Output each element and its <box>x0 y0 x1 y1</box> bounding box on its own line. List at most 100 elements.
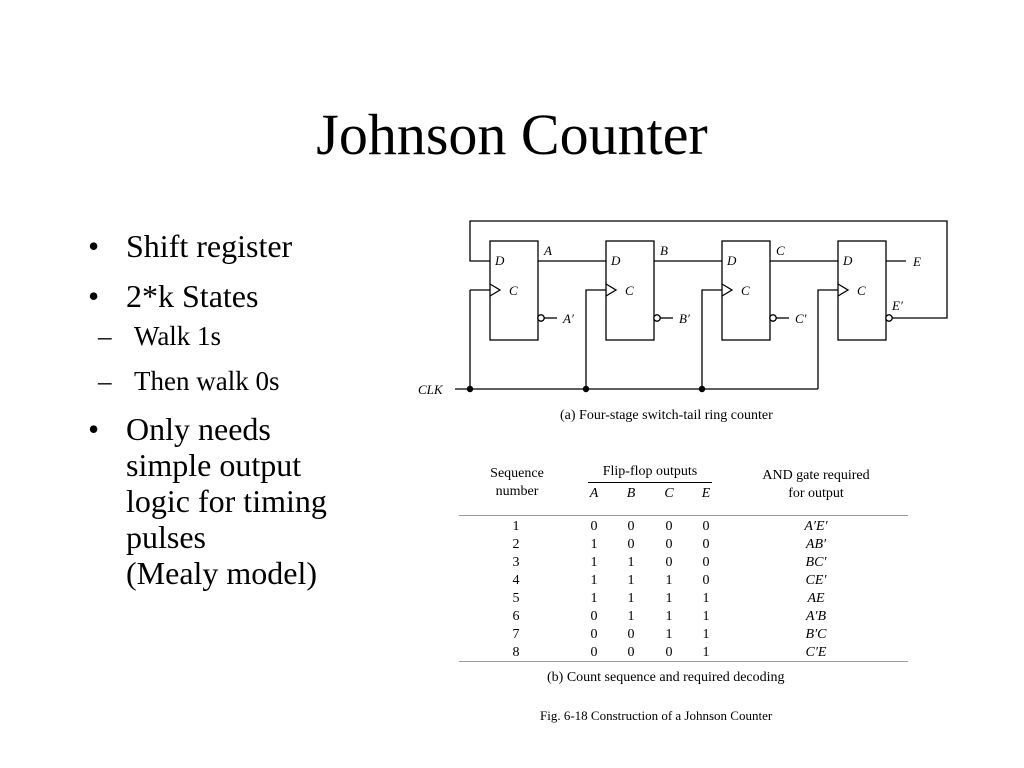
bullet-marker: • <box>88 228 100 264</box>
d-label: D <box>610 253 621 268</box>
table-row: 4 1 1 1 0 CE′ <box>0 572 1024 590</box>
c-label: C <box>741 283 750 298</box>
cell-e: 0 <box>702 537 710 552</box>
complement-label-e: E′ <box>891 298 903 313</box>
complement-label-a: A′ <box>562 311 574 326</box>
bullet-item: • 2*k States <box>88 278 408 314</box>
cell-seq: 1 <box>512 519 520 534</box>
cell-b: 1 <box>627 555 635 570</box>
cell-a: 1 <box>590 555 598 570</box>
cell-e: 0 <box>702 573 710 588</box>
complement-label-c: C′ <box>795 311 807 326</box>
bullet-marker: • <box>88 411 100 447</box>
cell-seq: 6 <box>512 609 520 624</box>
cell-e: 1 <box>702 645 710 660</box>
cell-gate: AB′ <box>805 537 827 552</box>
column-label-b: B <box>626 486 636 501</box>
cell-gate: BC′ <box>805 555 827 570</box>
cell-b: 0 <box>627 645 635 660</box>
cell-seq: 4 <box>512 573 520 588</box>
bullet-marker: • <box>88 278 100 314</box>
circuit-caption: (a) Four-stage switch-tail ring counter <box>560 408 773 423</box>
cell-c: 0 <box>665 537 673 552</box>
cell-c: 1 <box>665 591 673 606</box>
cell-gate: C′E <box>805 645 827 660</box>
slide-title: Johnson Counter <box>316 102 708 167</box>
column-label-e: E <box>701 486 711 501</box>
d-label: D <box>494 253 505 268</box>
header-sequence-line: Sequence <box>490 466 544 481</box>
table-row: 7 0 0 1 1 B′C <box>0 626 1024 644</box>
header-and-gate-line: for output <box>788 486 844 501</box>
bullet-text: 2*k States <box>126 278 259 314</box>
header-and-gate-line: AND gate required <box>762 468 870 483</box>
output-label-c: C <box>776 243 785 258</box>
table-row: 3 1 1 0 0 BC′ <box>0 554 1024 572</box>
c-label: C <box>509 283 518 298</box>
cell-e: 0 <box>702 555 710 570</box>
cell-seq: 3 <box>512 555 520 570</box>
feedback-wire <box>469 220 948 319</box>
column-label-c: C <box>664 486 674 501</box>
c-label: C <box>857 283 866 298</box>
c-label: C <box>625 283 634 298</box>
table-bottom-rule <box>459 661 908 662</box>
table-caption: (b) Count sequence and required decoding <box>547 670 785 685</box>
bullet-item: • Shift register <box>88 228 408 264</box>
cell-gate: A′E′ <box>804 519 828 534</box>
cell-e: 1 <box>702 627 710 642</box>
cell-b: 0 <box>627 519 635 534</box>
bullet-list: • Shift register • 2*k States – Walk 1s … <box>88 228 408 605</box>
cell-seq: 5 <box>512 591 520 606</box>
header-sequence-line: number <box>495 484 539 499</box>
cell-e: 1 <box>702 609 710 624</box>
bullet-text-line: (Mealy model) <box>126 555 318 591</box>
sub-bullet-text: Then walk 0s <box>134 366 280 396</box>
cell-e: 1 <box>702 591 710 606</box>
cell-a: 1 <box>590 573 598 588</box>
cell-a: 0 <box>590 645 598 660</box>
cell-c: 0 <box>665 519 673 534</box>
cell-c: 0 <box>665 555 673 570</box>
bullet-text-line: simple output <box>126 447 302 483</box>
table-row: 8 0 0 0 1 C′E <box>0 644 1024 662</box>
d-label: D <box>726 253 737 268</box>
header-flip-flop-outputs: Flip-flop outputs <box>602 464 698 479</box>
cell-seq: 2 <box>512 537 520 552</box>
cell-gate: CE′ <box>805 573 827 588</box>
figure-caption: Fig. 6-18 Construction of a Johnson Coun… <box>540 708 773 723</box>
output-label-e: E <box>912 254 921 269</box>
bullet-item: • Only needs simple output logic for tim… <box>88 411 408 591</box>
cell-b: 0 <box>627 627 635 642</box>
cell-c: 1 <box>665 573 673 588</box>
table-row: 2 1 0 0 0 AB′ <box>0 536 1024 554</box>
bullet-text-line: logic for timing <box>126 483 327 519</box>
cell-seq: 7 <box>512 627 520 642</box>
cell-c: 1 <box>665 627 673 642</box>
bullet-text: Shift register <box>126 228 293 264</box>
cell-b: 1 <box>627 609 635 624</box>
output-label-b: B <box>660 243 668 258</box>
table-row: 5 1 1 1 1 AE <box>0 590 1024 608</box>
header-underline <box>588 482 712 483</box>
cell-a: 0 <box>590 609 598 624</box>
cell-a: 0 <box>590 627 598 642</box>
table-row: 6 0 1 1 1 A′B <box>0 608 1024 626</box>
complement-label-b: B′ <box>679 311 690 326</box>
cell-seq: 8 <box>512 645 520 660</box>
table-top-rule <box>459 515 908 516</box>
table-row: 1 0 0 0 0 A′E′ <box>0 518 1024 536</box>
cell-b: 1 <box>627 591 635 606</box>
cell-a: 0 <box>590 519 598 534</box>
cell-a: 1 <box>590 591 598 606</box>
bullet-text-line: pulses <box>126 519 206 555</box>
dash-marker: – <box>98 366 112 396</box>
header-and-gate: AND gate required for output <box>750 467 882 503</box>
d-label: D <box>842 253 853 268</box>
cell-e: 0 <box>702 519 710 534</box>
cell-c: 1 <box>665 609 673 624</box>
sub-bullet-text: Walk 1s <box>134 321 222 351</box>
cell-gate: AE <box>807 591 825 606</box>
clock-label: CLK <box>418 382 444 397</box>
column-label-a: A <box>589 486 599 501</box>
